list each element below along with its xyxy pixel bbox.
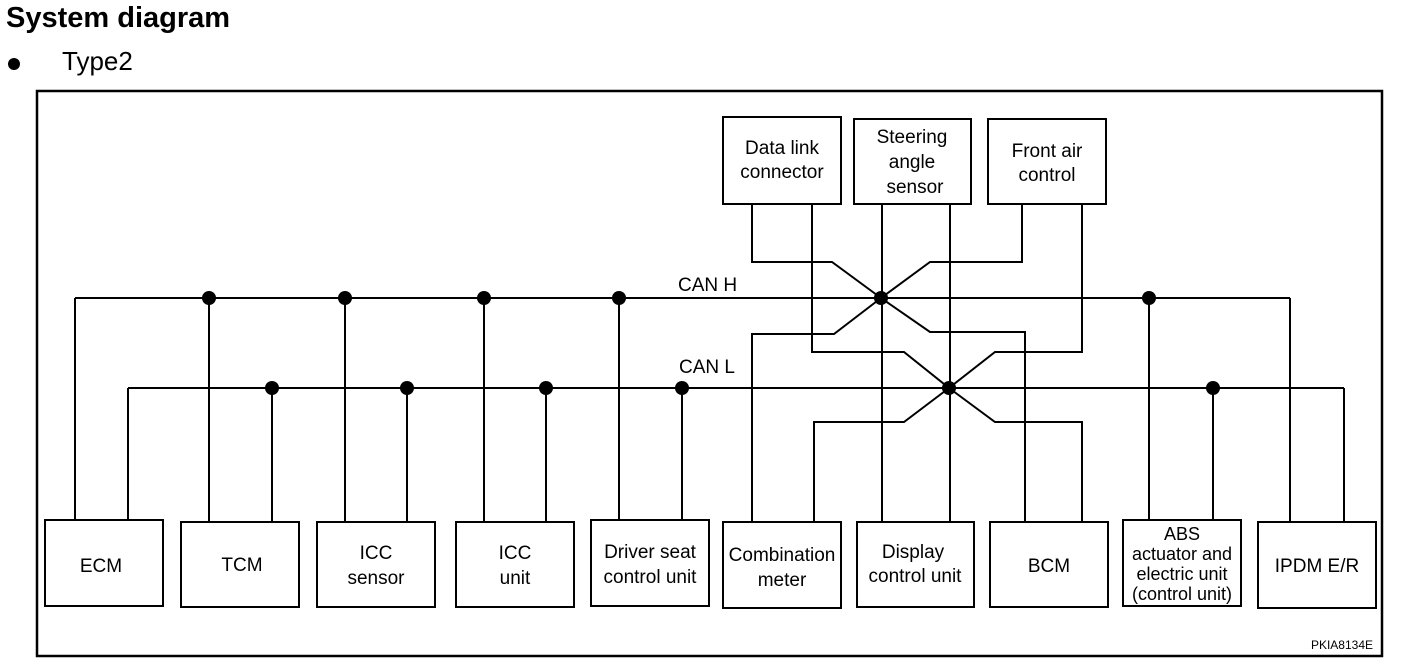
ipdm-label: IPDM E/R bbox=[1275, 556, 1359, 577]
abs-label-line: electric unit bbox=[1136, 564, 1227, 584]
steering-label-line: angle bbox=[889, 152, 936, 173]
tcm-label: TCM bbox=[221, 555, 262, 576]
can-h-label: CAN H bbox=[678, 275, 737, 296]
junction-dot bbox=[1206, 381, 1220, 395]
display-label-line: control unit bbox=[869, 566, 963, 587]
diagram-subtitle: Type2 bbox=[62, 46, 133, 76]
display-control-unit-box bbox=[856, 521, 975, 608]
steering-label-line: sensor bbox=[886, 177, 944, 198]
bullet-icon bbox=[8, 58, 20, 70]
steering-label-line: Steering bbox=[877, 127, 948, 148]
abs-label-line: (control unit) bbox=[1132, 584, 1232, 604]
driver-seat-label-line: control unit bbox=[604, 567, 698, 588]
front-air-can-l-wire bbox=[948, 204, 1083, 389]
display-label-line: Display bbox=[882, 542, 945, 563]
combination-can-h-wire bbox=[751, 297, 882, 522]
junction-dot bbox=[338, 291, 352, 305]
junction-dot bbox=[942, 381, 956, 395]
junctions bbox=[202, 291, 1220, 395]
tcm-box bbox=[180, 521, 300, 608]
ecm-label: ECM bbox=[80, 556, 122, 577]
bottom-unit-boxes bbox=[44, 519, 1377, 609]
bcm-can-l-wire bbox=[948, 387, 1083, 522]
steering-angle-sensor-box bbox=[853, 118, 972, 205]
driver-seat-control-unit-box bbox=[590, 519, 710, 607]
junction-dot bbox=[539, 381, 553, 395]
icc-sensor-box bbox=[316, 521, 436, 608]
figure-code: PKIA8134E bbox=[1311, 638, 1373, 652]
combination-label-line: Combination bbox=[729, 545, 836, 566]
can-l-label: CAN L bbox=[679, 357, 735, 378]
junction-dot bbox=[612, 291, 626, 305]
junction-dot bbox=[1142, 291, 1156, 305]
front-air-control-box bbox=[987, 118, 1107, 205]
dlc-label-line: Data link bbox=[745, 138, 819, 159]
junction-dot bbox=[874, 291, 888, 305]
junction-dot bbox=[265, 381, 279, 395]
abs-actuator-box bbox=[1122, 519, 1242, 607]
bottom-unit-labels: ECM TCM ICC sensor ICC unit Driver seat … bbox=[80, 524, 1359, 604]
top-unit-labels: Data link connector Steering angle senso… bbox=[740, 127, 1083, 198]
junction-dot bbox=[675, 381, 689, 395]
icc-sensor-label-line: sensor bbox=[347, 568, 405, 589]
icc-unit-label-line: unit bbox=[500, 568, 531, 589]
front-air-can-h-wire bbox=[880, 204, 1023, 299]
ipdm-er-box bbox=[1257, 521, 1377, 609]
abs-label-line: ABS bbox=[1164, 524, 1200, 544]
data-link-connector-box bbox=[722, 116, 842, 205]
bcm-box bbox=[989, 521, 1109, 608]
wiring bbox=[74, 204, 1345, 522]
dlc-can-h-wire bbox=[751, 204, 882, 299]
bcm-can-h-wire bbox=[880, 297, 1026, 522]
junction-dot bbox=[202, 291, 216, 305]
front-air-label-line: control bbox=[1018, 165, 1075, 186]
combination-label-line: meter bbox=[758, 570, 807, 591]
ecm-box bbox=[44, 519, 164, 607]
page-title: System diagram bbox=[6, 2, 231, 34]
dlc-label-line: connector bbox=[740, 162, 824, 183]
front-air-label-line: Front air bbox=[1012, 141, 1083, 162]
icc-unit-label-line: ICC bbox=[499, 543, 532, 564]
driver-seat-label-line: Driver seat bbox=[604, 542, 697, 563]
top-unit-boxes bbox=[722, 116, 1107, 205]
junction-dot bbox=[477, 291, 491, 305]
dlc-can-l-wire bbox=[811, 204, 950, 389]
diagram-frame bbox=[35, 89, 1384, 658]
abs-label-line: actuator and bbox=[1132, 544, 1232, 564]
icc-unit-box bbox=[455, 521, 575, 608]
combination-meter-box bbox=[722, 521, 842, 609]
bcm-label: BCM bbox=[1028, 556, 1070, 577]
junction-dot bbox=[400, 381, 414, 395]
icc-sensor-label-line: ICC bbox=[360, 543, 393, 564]
combination-can-l-wire bbox=[813, 387, 950, 522]
